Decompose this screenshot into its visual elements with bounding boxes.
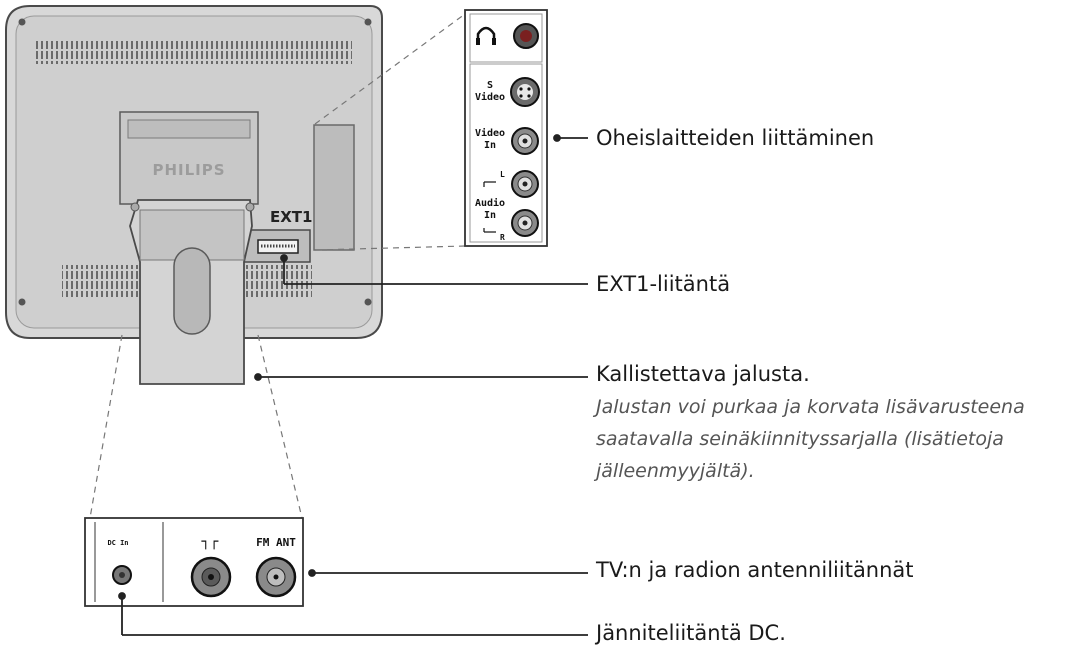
video-in-label: Video: [475, 127, 505, 139]
screw-icon: [18, 298, 26, 306]
side-connector-panel: S Video Video In L Audio In R: [314, 9, 548, 251]
bottom-connector-panel: DC In ┐┌ FM ANT: [84, 334, 304, 607]
callout-ext1: EXT1-liitäntä: [596, 272, 731, 296]
callout-peripherals: Oheislaitteiden liittäminen: [596, 126, 875, 150]
s-video-label-s: S: [487, 80, 493, 91]
headphones-icon: [476, 26, 496, 45]
ext1-tag: EXT1: [270, 208, 312, 226]
screw-icon: [364, 298, 372, 306]
callout-stand-title: Kallistettava jalusta.: [596, 362, 810, 386]
brand-logo: PHILIPS: [152, 161, 225, 179]
audio-in-label: Audio: [475, 197, 505, 209]
fm-ant-label: FM ANT: [256, 536, 296, 549]
tilt-stand: [129, 199, 255, 385]
antenna-symbol: ┐┌: [202, 534, 219, 550]
top-vent-grille: [36, 40, 352, 64]
screw-icon: [18, 18, 26, 26]
bottom-vent-grille-left: [62, 265, 138, 297]
video-in-label-in: In: [484, 140, 496, 151]
tv-body: PHILIPS EXT1: [5, 5, 383, 339]
audio-l-label: L: [500, 170, 505, 179]
s-video-label: Video: [475, 91, 505, 103]
callout-antenna: TV:n ja radion antenniliitännät: [596, 558, 914, 582]
audio-in-label-in: In: [484, 210, 496, 221]
callout-dc: Jänniteliitäntä DC.: [596, 621, 786, 645]
callout-stand-note: Jalustan voi purkaa ja korvata lisävarus…: [596, 396, 1025, 482]
dc-in-label: DC In: [107, 539, 128, 547]
screw-icon: [364, 18, 372, 26]
scart-connector: [257, 239, 299, 254]
audio-r-label: R: [500, 233, 505, 242]
stand-cable-slot: [173, 247, 211, 335]
bottom-vent-grille-right: [242, 265, 312, 297]
callout-lines: [118, 134, 588, 636]
